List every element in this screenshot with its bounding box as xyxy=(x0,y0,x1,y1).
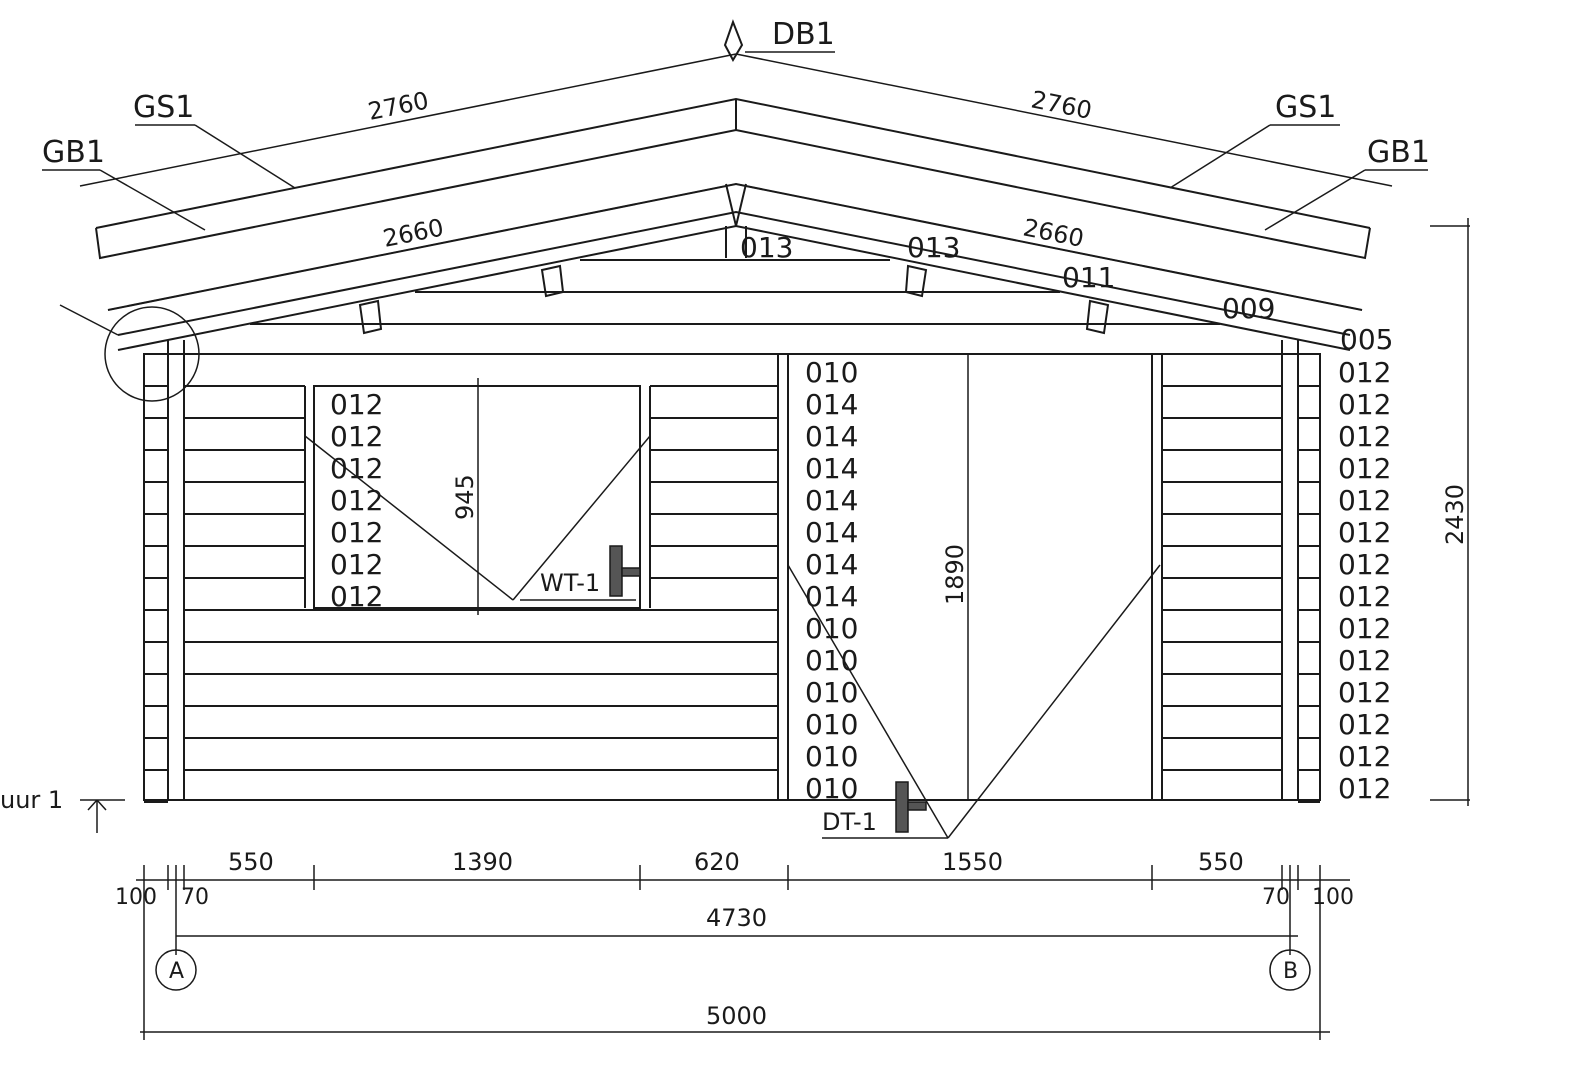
right-code-9: 012 xyxy=(1338,612,1391,645)
detail-callout xyxy=(104,306,200,402)
middle-code-12: 010 xyxy=(805,708,858,741)
gable-code-right-mid: 011 xyxy=(1062,261,1115,294)
right-code-3: 012 xyxy=(1338,420,1391,453)
middle-code-11: 010 xyxy=(805,676,858,709)
dim-left-70: 70 xyxy=(181,885,209,910)
dim-seg1: 550 xyxy=(228,848,274,876)
wall-log-courses xyxy=(144,353,1320,803)
axis-label-a: A xyxy=(169,959,184,984)
axis-marker-b xyxy=(1269,949,1311,991)
total-height-dim: 2430 xyxy=(1441,484,1469,545)
window-code-6: 012 xyxy=(330,548,383,581)
roof-dim-top-left: 2760 xyxy=(366,86,431,126)
middle-code-7: 014 xyxy=(805,548,858,581)
gable-code-left-top: 013 xyxy=(740,231,793,264)
window-code-5: 012 xyxy=(330,516,383,549)
axis-marker-a xyxy=(155,949,197,991)
roof-dim-inner-right: 2660 xyxy=(1021,213,1086,253)
gable-code-right-top: 013 xyxy=(907,231,960,264)
right-code-4: 012 xyxy=(1338,452,1391,485)
window-height-dim: 945 xyxy=(451,474,479,520)
dim-axis-span: 4730 xyxy=(706,904,767,932)
roof xyxy=(42,19,1428,351)
right-code-7: 012 xyxy=(1338,548,1391,581)
window-code-7: 012 xyxy=(330,580,383,613)
middle-code-10: 010 xyxy=(805,644,858,677)
roof-dim-inner-left: 2660 xyxy=(381,213,446,253)
middle-code-8: 014 xyxy=(805,580,858,613)
middle-code-14: 010 xyxy=(805,772,858,805)
middle-code-6: 014 xyxy=(805,516,858,549)
left-gb-label: GB1 xyxy=(42,135,105,170)
right-code-11: 012 xyxy=(1338,676,1391,709)
right-code-8: 012 xyxy=(1338,580,1391,613)
middle-code-13: 010 xyxy=(805,740,858,773)
dim-right-70: 70 xyxy=(1262,885,1290,910)
right-gb-label: GB1 xyxy=(1367,135,1430,170)
middle-code-1: 010 xyxy=(805,356,858,389)
right-code-13: 012 xyxy=(1338,740,1391,773)
dim-seg4: 1550 xyxy=(942,848,1003,876)
gable-code-right-low: 009 xyxy=(1222,292,1275,325)
dim-seg3: 620 xyxy=(694,848,740,876)
right-code-10: 012 xyxy=(1338,644,1391,677)
middle-code-2: 014 xyxy=(805,388,858,421)
level-label: uur 1 xyxy=(0,786,63,814)
ridge-label: DB1 xyxy=(772,17,835,52)
window-code-4: 012 xyxy=(330,484,383,517)
roof-dim-top-right: 2760 xyxy=(1029,85,1094,125)
door-tag: DT-1 xyxy=(822,808,877,836)
right-code-5: 012 xyxy=(1338,484,1391,517)
dim-left-100: 100 xyxy=(115,885,157,910)
window-code-1: 012 xyxy=(330,388,383,421)
window-code-3: 012 xyxy=(330,452,383,485)
right-code-6: 012 xyxy=(1338,516,1391,549)
window-code-2: 012 xyxy=(330,420,383,453)
right-code-2: 012 xyxy=(1338,388,1391,421)
left-gs-label: GS1 xyxy=(133,90,194,125)
middle-code-3: 014 xyxy=(805,420,858,453)
door-height-dim: 1890 xyxy=(941,544,969,605)
right-gs-label: GS1 xyxy=(1275,90,1336,125)
right-code-12: 012 xyxy=(1338,708,1391,741)
gable-code-eave: 005 xyxy=(1340,323,1393,356)
window-tag: WT-1 xyxy=(540,569,600,597)
right-code-14: 012 xyxy=(1338,772,1391,805)
middle-code-4: 014 xyxy=(805,452,858,485)
annotations: DB1 GS1 GB1 GS1 GB1 2760 2760 2660 2660 … xyxy=(0,17,1469,1030)
middle-code-5: 014 xyxy=(805,484,858,517)
ridge-cap xyxy=(723,19,744,63)
dim-seg5: 550 xyxy=(1198,848,1244,876)
axis-label-b: B xyxy=(1283,959,1298,984)
bottom-dimensions xyxy=(136,865,1350,1040)
right-code-1: 012 xyxy=(1338,356,1391,389)
dim-right-100: 100 xyxy=(1312,885,1354,910)
middle-code-9: 010 xyxy=(805,612,858,645)
dim-seg2: 1390 xyxy=(452,848,513,876)
dim-total: 5000 xyxy=(706,1002,767,1030)
